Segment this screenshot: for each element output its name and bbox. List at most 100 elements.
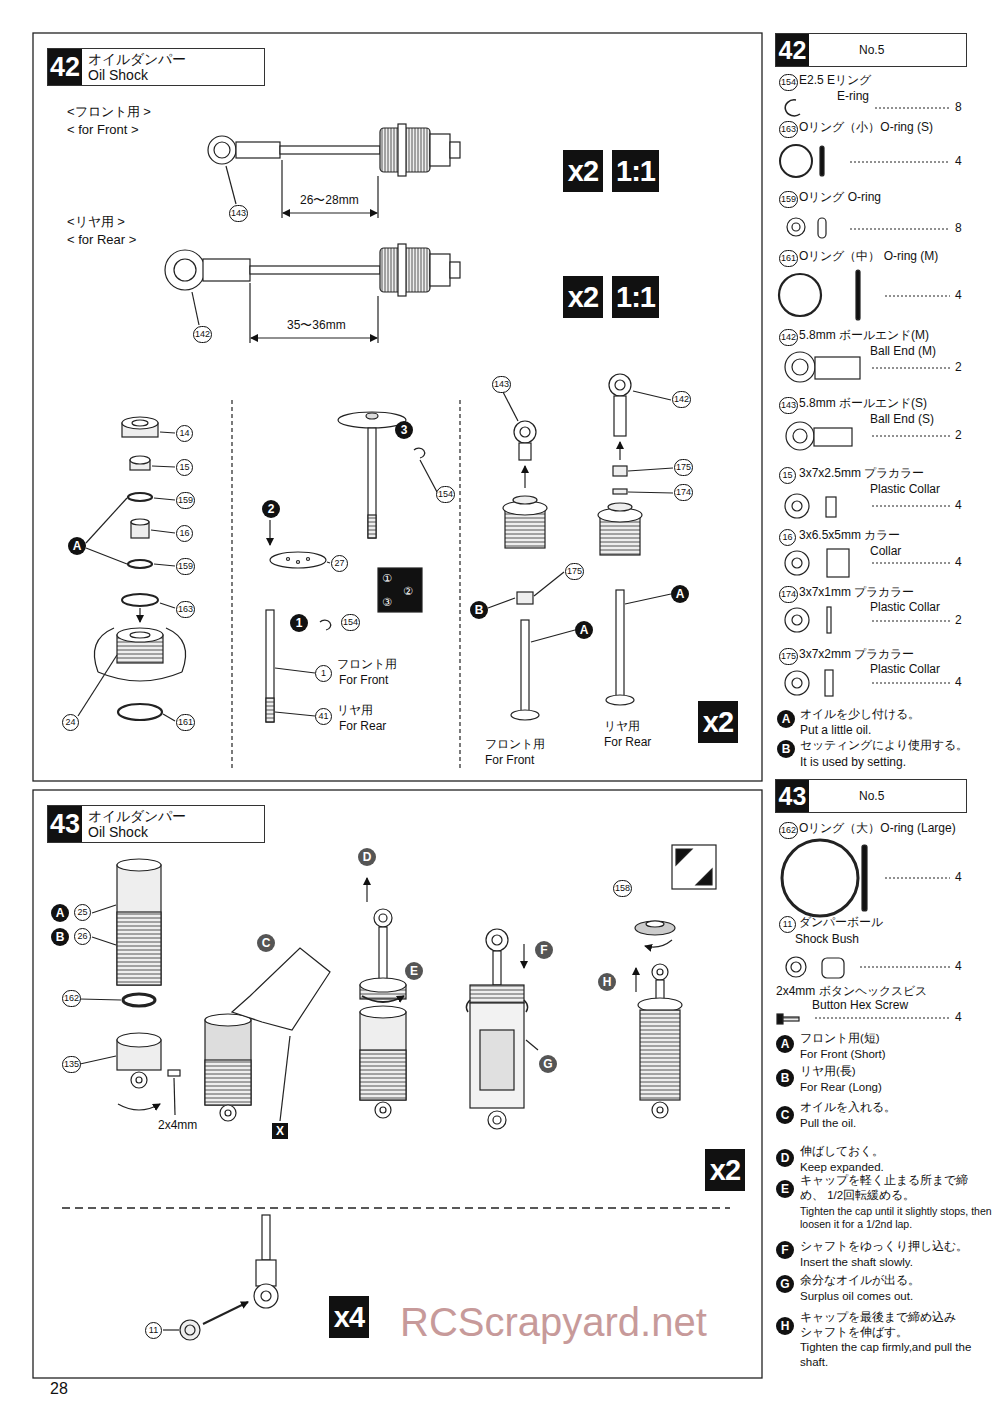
callout-number: 142 [193, 326, 212, 343]
note-text: キャップを最後まで締め込み シャフトを伸ばす。 [800, 1310, 960, 1340]
node-text: 1:1 [616, 281, 655, 314]
part-text: 26〜28mm [300, 193, 359, 208]
part-text: 2x4mm [158, 1118, 197, 1133]
callout-number: 161 [779, 250, 798, 267]
part-text: 5.8mm ボールエンド(S) [799, 396, 927, 411]
note-text: For Rear (Long) [800, 1080, 882, 1095]
part-text: Shock Bush [795, 932, 859, 947]
part-text: フロント用 [337, 657, 397, 672]
part-text: 3x7x2.5mm プラカラー [799, 466, 924, 481]
step-letter: A [671, 585, 689, 603]
watermark: RCScrapyard.net [400, 1300, 707, 1344]
callout-number: 143 [229, 205, 248, 222]
part-text: 2 [955, 360, 962, 375]
part-text: For Front [485, 753, 534, 768]
step-letter: D [776, 1149, 794, 1167]
note-text: Surplus oil comes out. [800, 1289, 913, 1304]
heading-label: <フロント用 > [67, 104, 151, 120]
part-text: It is used by setting. [800, 755, 906, 770]
part-text: For Front [339, 673, 388, 688]
callout-number: 143 [492, 376, 511, 393]
part-text: 4 [955, 288, 962, 303]
callout-number: 142 [672, 391, 691, 408]
part-text: Plastic Collar [870, 482, 940, 497]
part-text: 2 [955, 428, 962, 443]
quantity-box: x2 [705, 1149, 745, 1191]
step-letter: A [776, 1035, 794, 1053]
step-letter: C [257, 934, 275, 952]
callout-number: 27 [331, 555, 348, 572]
part-text: 2 [955, 613, 962, 628]
callout-number: 16 [176, 525, 193, 542]
callout-number: 154 [436, 486, 455, 503]
step-letter: A [575, 621, 593, 639]
callout-number: 16 [779, 529, 796, 546]
quantity-box: x2 [563, 150, 603, 192]
part-text: Plastic Collar [870, 662, 940, 677]
step-letter: E [776, 1180, 794, 1198]
node-text: No.5 [809, 43, 892, 57]
node-text: x2 [568, 155, 598, 188]
heading-label: <リヤ用 > [67, 214, 125, 230]
step-letter: 2 [262, 500, 280, 518]
part-text: E-ring [837, 89, 869, 104]
part-text: For Rear [339, 719, 386, 734]
node-text: x4 [334, 1301, 364, 1334]
part-text: Put a little oil. [800, 723, 871, 738]
note-text: For Front (Short) [800, 1047, 886, 1062]
note-text: フロント用(短) [800, 1031, 880, 1046]
callout-number: 159 [176, 558, 195, 575]
step-letter: B [777, 740, 795, 758]
quantity-box: x2 [563, 276, 603, 318]
callout-number: 24 [62, 714, 79, 731]
order-number: ② [403, 585, 413, 597]
step-letter: G [539, 1055, 557, 1073]
step-letter: G [776, 1275, 794, 1293]
part-text: Ball End (M) [870, 344, 936, 359]
part-text: ダンパーボール [799, 915, 883, 930]
note-text: 余分なオイルが出る。 [800, 1273, 920, 1288]
callout-number: 26 [74, 928, 91, 945]
step-title-box: 43オイルダンパー Oil Shock [47, 805, 265, 843]
parts-list-header: 42No.5 [775, 33, 967, 67]
callout-number: 11 [145, 1322, 162, 1339]
part-text: オイルを少し付ける。 [800, 707, 920, 722]
callout-number: 159 [779, 191, 798, 208]
callout-number: 135 [62, 1056, 81, 1073]
note-text: オイルを入れる。 [800, 1100, 896, 1115]
part-text: Collar [870, 544, 901, 559]
step-letter: B [776, 1069, 794, 1087]
note-text: Tighten the cap firmly,and pull the shaf… [800, 1340, 975, 1370]
order-number: ③ [382, 596, 392, 608]
step-letter: 1 [290, 614, 308, 632]
part-text: 4 [955, 555, 962, 570]
part-text: フロント用 [485, 737, 545, 752]
part-text: 35〜36mm [287, 318, 346, 333]
part-text: Oリング（小）O-ring (S) [799, 120, 933, 135]
step-letter: F [535, 941, 553, 959]
step-number: 43 [48, 806, 82, 842]
callout-number: 154 [779, 74, 798, 91]
callout-number: 175 [779, 648, 798, 665]
part-text: 4 [955, 870, 962, 885]
callout-number: 175 [674, 459, 693, 476]
step-number: 42 [48, 49, 82, 85]
callout-number: 174 [674, 484, 693, 501]
step-letter: A [68, 537, 86, 555]
part-text: 4 [955, 498, 962, 513]
callout-number: 25 [74, 904, 91, 921]
part-text: セッティングにより使用する。 [800, 738, 968, 753]
node-text: x2 [703, 706, 733, 739]
callout-number: 161 [176, 714, 195, 731]
node-text: オイルダンパー Oil Shock [82, 808, 206, 840]
heading-label: < for Rear > [67, 232, 136, 248]
step-letter: 3 [395, 421, 413, 439]
part-text: 3x6.5x5mm カラー [799, 528, 900, 543]
node-text: x2 [568, 281, 598, 314]
callout-number: 158 [613, 880, 632, 897]
part-text: 4 [955, 154, 962, 169]
callout-number: 15 [779, 467, 796, 484]
step-letter: H [776, 1317, 794, 1335]
quantity-box: 1:1 [612, 150, 659, 192]
node-text: No.5 [809, 789, 892, 803]
